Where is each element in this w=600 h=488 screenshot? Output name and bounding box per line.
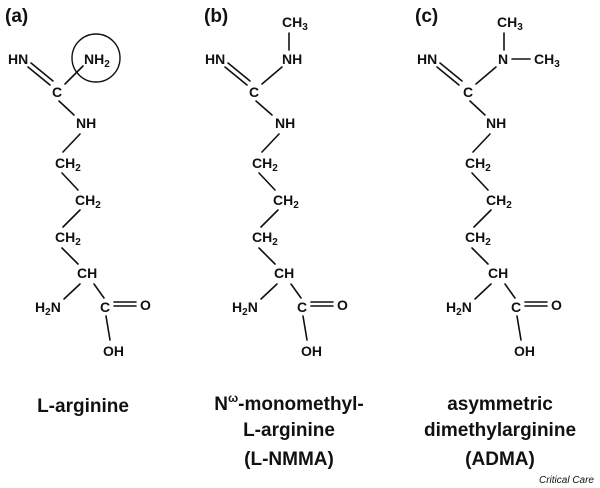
panel-a-bond-ch-c: [93, 283, 105, 299]
source-credit: Critical Care: [539, 475, 594, 486]
panel-a-ch2-1: CH2: [55, 155, 81, 174]
panel-b-double-bond-2: [227, 62, 251, 82]
panel-b-caption-line-1: Nω-monomethyl-: [214, 391, 363, 415]
panel-b-ch2-1: CH2: [252, 155, 278, 174]
panel-b-carboxyl-c: C: [297, 299, 307, 315]
panel-a-carboxyl-c: C: [100, 299, 110, 315]
panel-b-c: C: [249, 84, 259, 100]
panel-a-double-bond-2: [30, 62, 54, 82]
panel-c-ch2-3: CH2: [465, 229, 491, 248]
panel-b: (b) CH3 NH HN C NH CH2 CH2 CH2 CH H2N C …: [204, 6, 364, 470]
panel-c-n: N: [498, 51, 508, 67]
panel-a-bond-ch-nh2: [63, 283, 81, 300]
panel-c-bond-ch-nh2: [474, 283, 492, 300]
panel-b-bond-ch2-1-2: [258, 172, 276, 191]
panel-c-bond-nh-ch2-1: [472, 133, 491, 153]
panel-c-caption-line-2: dimethylarginine: [424, 420, 576, 441]
panel-b-label: (b): [204, 6, 228, 27]
panel-c-bond-ch2-3-ch: [471, 247, 489, 265]
panel-c-caption-line-3: (ADMA): [465, 449, 535, 470]
panel-c-bond-ch2-2-3: [473, 209, 492, 228]
panel-a-o: O: [140, 297, 151, 313]
panel-c-methyl2: CH3: [534, 51, 560, 70]
panel-b-h2n: H2N: [232, 299, 258, 318]
panel-a-ch2-3: CH2: [55, 229, 81, 248]
panel-a-double-bond-1: [27, 66, 51, 86]
panel-b-double-bond-1: [224, 66, 248, 86]
panel-b-nh-top: NH: [282, 51, 302, 67]
panel-b-caption-line-3: (L-NMMA): [244, 449, 334, 470]
panel-b-bond-c-nh-top: [261, 66, 283, 85]
panel-a-oh: OH: [103, 343, 124, 359]
panel-b-bond-ch2-3-ch: [258, 247, 276, 265]
panel-c-oh: OH: [514, 343, 535, 359]
panel-c-ch2-1: CH2: [465, 155, 491, 174]
panel-c-hn: HN: [417, 51, 437, 67]
panel-c-bond-ch-c: [504, 283, 516, 299]
panel-c-caption-line-1: asymmetric: [447, 394, 553, 415]
panel-a-nh: NH: [76, 115, 96, 131]
panel-b-bond-nh-ch2-1: [261, 133, 280, 153]
panel-c-methyl: CH3: [497, 14, 523, 33]
panel-b-bond-ch2-2-3: [260, 209, 279, 228]
panel-b-ch: CH: [274, 265, 294, 281]
panel-a-nh2: NH2: [84, 51, 110, 70]
panel-c-nh: NH: [486, 115, 506, 131]
panel-a-h2n: H2N: [35, 299, 61, 318]
panel-b-o: O: [337, 297, 348, 313]
panel-c-ch: CH: [488, 265, 508, 281]
panel-a-hn: HN: [8, 51, 28, 67]
panel-b-bond-ch-c: [290, 283, 302, 299]
panel-a-ch2-2: CH2: [75, 192, 101, 211]
panel-c-bond-ch2-1-2: [471, 172, 489, 191]
panel-b-hn: HN: [205, 51, 225, 67]
panel-a-nh2-highlight-circle: [71, 33, 121, 83]
panel-a-bond-ch2-2-3: [62, 209, 81, 228]
panel-c: (c) CH3 N CH3 HN C NH CH2 CH2 CH2 CH H2N…: [415, 6, 576, 470]
panel-b-methyl: CH3: [282, 14, 308, 33]
panel-a-bond-c-nh2: [64, 65, 84, 85]
panel-b-nh: NH: [275, 115, 295, 131]
panel-c-bond-c-oh: [516, 315, 522, 341]
panel-a: (a) HN C NH2 NH CH2 CH2 CH2 CH H2N C O O…: [5, 6, 151, 417]
panel-a-bond-c-oh: [105, 315, 111, 341]
panel-a-bond-nh-ch2-1: [62, 133, 81, 153]
panel-b-bond-c-nh: [255, 100, 273, 116]
panel-a-caption: L-arginine: [37, 396, 129, 417]
panel-c-bond-c-nh: [469, 100, 486, 116]
panel-a-label: (a): [5, 6, 28, 27]
panel-a-c: C: [52, 84, 62, 100]
panel-c-carboxyl-c: C: [511, 299, 521, 315]
panel-c-ch2-2: CH2: [486, 192, 512, 211]
panel-a-bond-ch2-1-2: [61, 172, 79, 191]
panel-c-bond-c-n: [475, 66, 497, 85]
panel-b-bond-c-oh: [302, 315, 308, 341]
panel-c-label: (c): [415, 6, 438, 27]
panel-b-bond-ch-nh2: [260, 283, 278, 300]
panel-c-h2n: H2N: [446, 299, 472, 318]
panel-a-bond-ch2-3-ch: [61, 247, 79, 265]
panel-b-oh: OH: [301, 343, 322, 359]
panel-c-double-bond-1: [436, 66, 460, 86]
panel-c-double-bond-2: [439, 62, 463, 82]
panel-b-ch2-2: CH2: [273, 192, 299, 211]
panel-c-o: O: [551, 297, 562, 313]
panel-a-ch: CH: [77, 265, 97, 281]
panel-a-bond-c-nh: [58, 100, 75, 116]
panel-b-ch2-3: CH2: [252, 229, 278, 248]
panel-c-c: C: [463, 84, 473, 100]
panel-b-caption-line-2: L-arginine: [243, 420, 335, 441]
